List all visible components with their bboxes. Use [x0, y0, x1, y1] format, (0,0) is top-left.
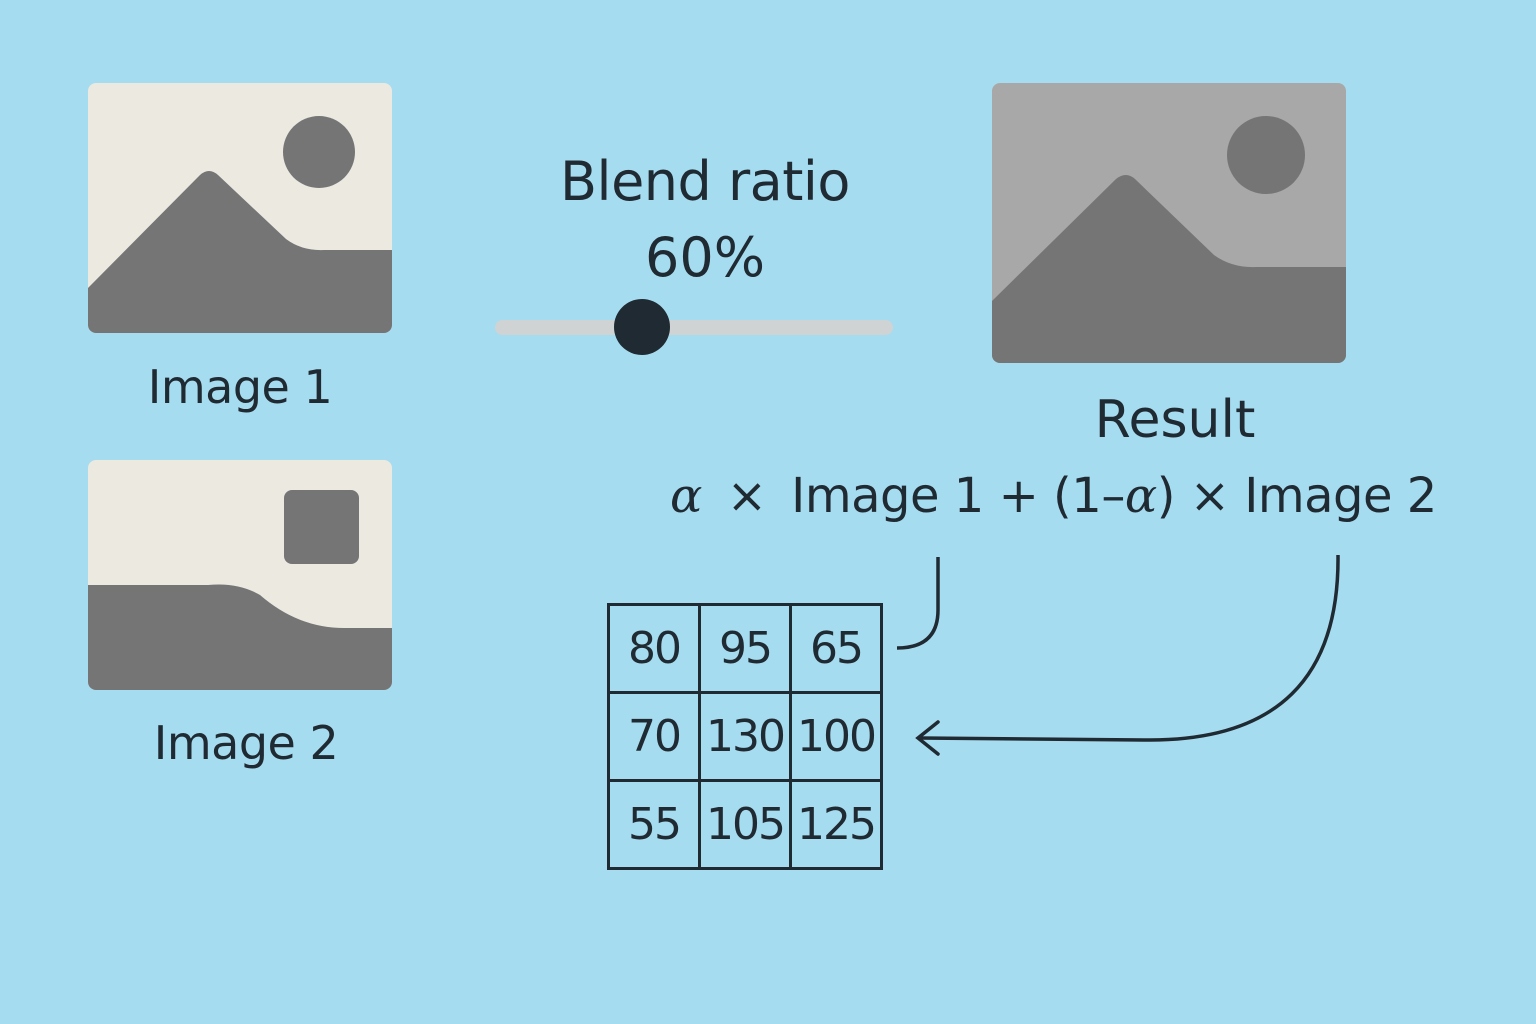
blend-formula: α × Image 1 + (1–α) × Image 2: [670, 468, 1490, 524]
landscape-icon: [88, 83, 392, 333]
blend-ratio-title: Blend ratio: [560, 150, 850, 213]
formula-times: ×: [726, 468, 767, 524]
formula-open: (1–: [1053, 468, 1125, 524]
image-2-thumbnail[interactable]: [88, 460, 392, 690]
result-label: Result: [1094, 390, 1256, 450]
arrowhead-icon: [915, 720, 940, 756]
formula-image-2: Image 2: [1244, 468, 1437, 524]
blend-slider-track[interactable]: [495, 320, 893, 335]
matrix-row: 80 95 65: [607, 603, 883, 694]
connector-line-image-1: [896, 557, 940, 650]
matrix-cell: 80: [607, 603, 701, 694]
blend-slider-thumb[interactable]: [614, 299, 671, 355]
image-1-thumbnail[interactable]: [88, 83, 392, 333]
formula-times-2: ×: [1189, 468, 1230, 524]
formula-alpha: α: [670, 468, 702, 524]
matrix-cell: 95: [698, 603, 792, 694]
image-2-label: Image 2: [153, 716, 339, 770]
result-thumbnail: [992, 83, 1346, 363]
connector-arrow-image-2: [919, 554, 1340, 742]
image-1-label: Image 1: [147, 360, 333, 414]
landscape-icon: [88, 460, 392, 690]
formula-alpha-2: α: [1124, 468, 1157, 524]
formula-close: ): [1156, 468, 1176, 524]
matrix-cell: 70: [607, 691, 701, 782]
formula-plus: +: [998, 468, 1039, 524]
matrix-cell: 55: [607, 779, 701, 870]
matrix-row: 70 130 100: [607, 691, 883, 782]
landscape-icon: [992, 83, 1346, 363]
matrix-cell: 125: [789, 779, 883, 870]
matrix-cell: 100: [789, 691, 883, 782]
matrix-cell: 105: [698, 779, 792, 870]
matrix-cell: 130: [698, 691, 792, 782]
matrix-row: 55 105 125: [607, 779, 883, 870]
matrix-cell: 65: [789, 603, 883, 694]
pixel-matrix: 80 95 65 70 130 100 55 105 125: [607, 603, 883, 870]
blend-ratio-value: 60%: [644, 226, 766, 289]
formula-image-1: Image 1: [791, 468, 984, 524]
